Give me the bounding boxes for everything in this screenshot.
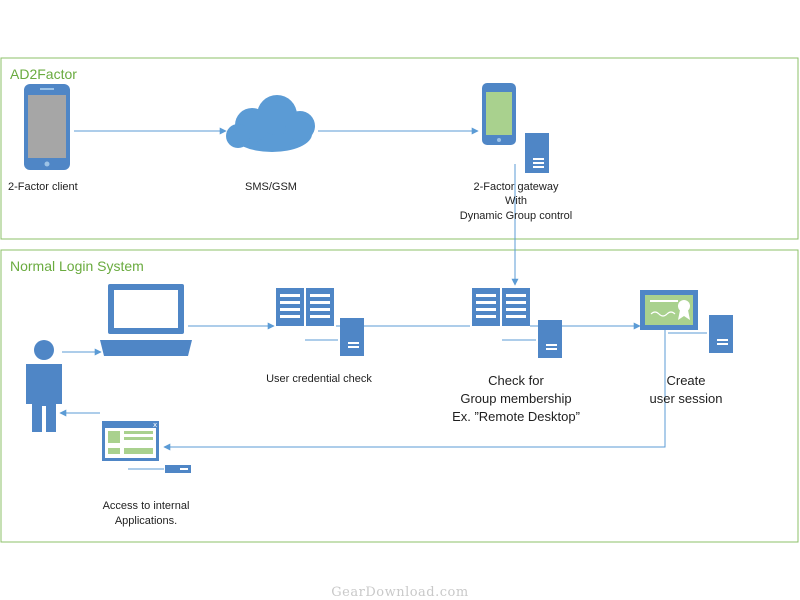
session-to-access-arrow [163, 326, 666, 451]
laptop-icon [100, 284, 192, 356]
watermark: GearDownload.com [331, 585, 468, 600]
credential-server-icon [340, 318, 364, 356]
normal-login-section [0, 249, 799, 543]
application-window-icon: x [102, 421, 159, 461]
group-server-icon [538, 320, 562, 358]
group-label-line2: Group membership [460, 391, 571, 406]
gateway-smartphone-icon [482, 83, 516, 145]
person-icon [26, 340, 62, 432]
group-label-line3: Ex. ”Remote Desktop” [452, 409, 580, 424]
session-label-line2: user session [650, 391, 723, 406]
group-label-line1: Check for [488, 373, 544, 388]
gateway-server-icon [525, 133, 549, 173]
svg-text:x: x [153, 421, 157, 429]
sms-label: SMS/GSM [245, 181, 297, 193]
access-label-line1: Access to internal [103, 500, 190, 512]
gateway-label-line2: With [505, 195, 527, 207]
group-directory-icon [472, 288, 530, 326]
credential-label: User credential check [266, 373, 372, 385]
session-label-line1: Create [666, 373, 705, 388]
ad2factor-section-title: AD2Factor [10, 66, 77, 82]
normal-login-section-title: Normal Login System [10, 258, 144, 274]
gateway-label-line3: Dynamic Group control [460, 210, 573, 222]
access-device-icon [165, 465, 191, 473]
client-smartphone-icon [24, 84, 70, 170]
session-certificate-icon [640, 290, 698, 330]
sms-cloud-icon [226, 95, 315, 152]
credential-directory-icon [276, 288, 334, 326]
client-label: 2-Factor client [8, 181, 78, 193]
access-label-line2: Applications. [115, 515, 177, 527]
ad2factor-section [0, 57, 799, 240]
session-server-icon [709, 315, 733, 353]
gateway-label-line1: 2-Factor gateway [474, 181, 559, 193]
